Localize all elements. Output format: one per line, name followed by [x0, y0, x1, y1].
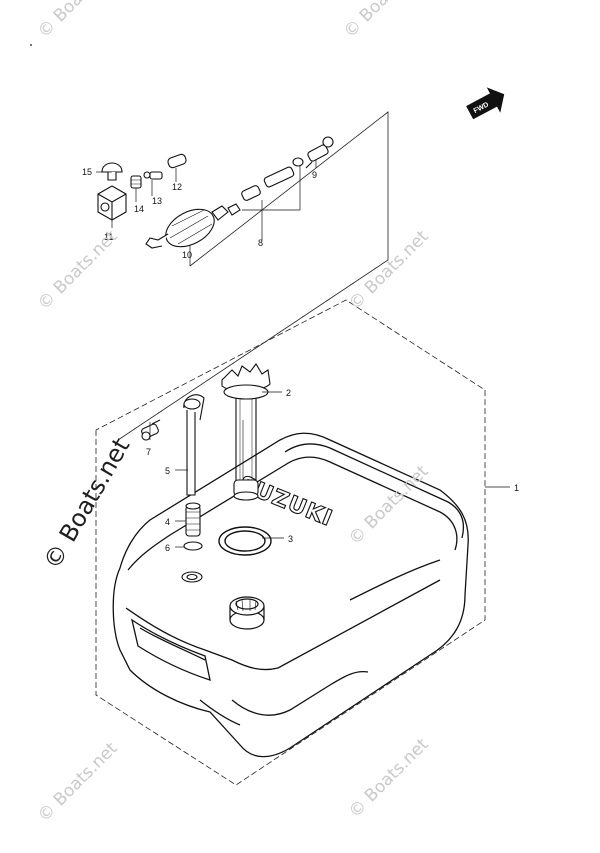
- callout-2: 2: [286, 388, 291, 398]
- small-fitting: [130, 175, 142, 189]
- callout-15: 15: [82, 167, 92, 177]
- callout-labels: 1 2 3 4 5 6 7 8 9 10 11 12 13 14 15: [82, 167, 519, 553]
- rubber-cap: [101, 162, 123, 181]
- callout-14: 14: [134, 204, 144, 214]
- o-ring: [183, 541, 203, 551]
- callout-9: 9: [312, 170, 317, 180]
- leader-lines: [96, 160, 510, 548]
- callout-13: 13: [152, 196, 162, 206]
- callout-3: 3: [288, 534, 293, 544]
- callout-7: 7: [146, 447, 151, 457]
- callout-5: 5: [165, 466, 170, 476]
- callout-8: 8: [258, 238, 263, 248]
- fuel-tank: [112, 432, 469, 758]
- fuel-gauge: [221, 363, 271, 501]
- spring-fitting: [143, 171, 163, 180]
- fuel-joint-body: [97, 185, 127, 221]
- hose-assembly-box: [117, 111, 389, 441]
- callout-12: 12: [172, 182, 182, 192]
- strainer: [185, 502, 201, 537]
- corner-dot: [30, 44, 32, 46]
- tank-assembly-box: [95, 299, 486, 786]
- callout-4: 4: [165, 517, 170, 527]
- callout-1: 1: [514, 483, 519, 493]
- fwd-arrow-icon: FWD: [466, 87, 505, 120]
- callout-11: 11: [104, 232, 113, 242]
- plug-sleeve: [167, 153, 187, 169]
- vent-ring: [181, 571, 203, 583]
- fuel-hose: [145, 136, 334, 249]
- filler-cap: [229, 596, 265, 630]
- callout-6: 6: [165, 543, 170, 553]
- gauge-seat: [218, 526, 272, 556]
- pickup-pipe: [183, 394, 205, 496]
- callout-10: 10: [182, 250, 192, 260]
